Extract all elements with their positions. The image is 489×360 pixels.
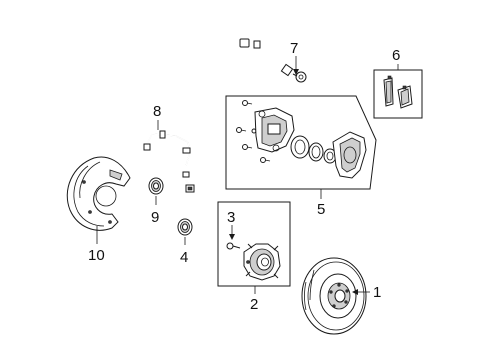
wheel-speed-sensor-icon (143, 130, 195, 193)
callout-8: 8 (153, 103, 161, 120)
callout-5: 5 (317, 201, 325, 218)
leader-arrow-3 (229, 234, 235, 240)
callout-3: 3 (227, 209, 235, 226)
seal-ring-icon (177, 218, 193, 236)
pads-box (373, 69, 423, 119)
bolt-icon (226, 242, 241, 250)
brake-pad-icon (383, 75, 413, 109)
dust-shield-icon (66, 156, 131, 231)
brake-caliper-icon (236, 100, 367, 179)
caliper-box (225, 95, 377, 190)
hub-box (217, 201, 291, 287)
callout-6: 6 (392, 47, 400, 64)
brake-hose-icon (239, 38, 307, 83)
callout-1: 1 (373, 284, 381, 301)
callout-2: 2 (250, 296, 258, 313)
callout-7: 7 (290, 40, 298, 57)
leader-arrow-1 (352, 289, 358, 295)
callout-10: 10 (88, 247, 105, 264)
wheel-hub-icon (243, 243, 281, 281)
leader-arrow-7 (293, 69, 299, 75)
tone-ring-icon (148, 177, 164, 195)
callout-4: 4 (180, 249, 188, 266)
callout-9: 9 (151, 209, 159, 226)
brake-rotor-icon (301, 257, 367, 335)
